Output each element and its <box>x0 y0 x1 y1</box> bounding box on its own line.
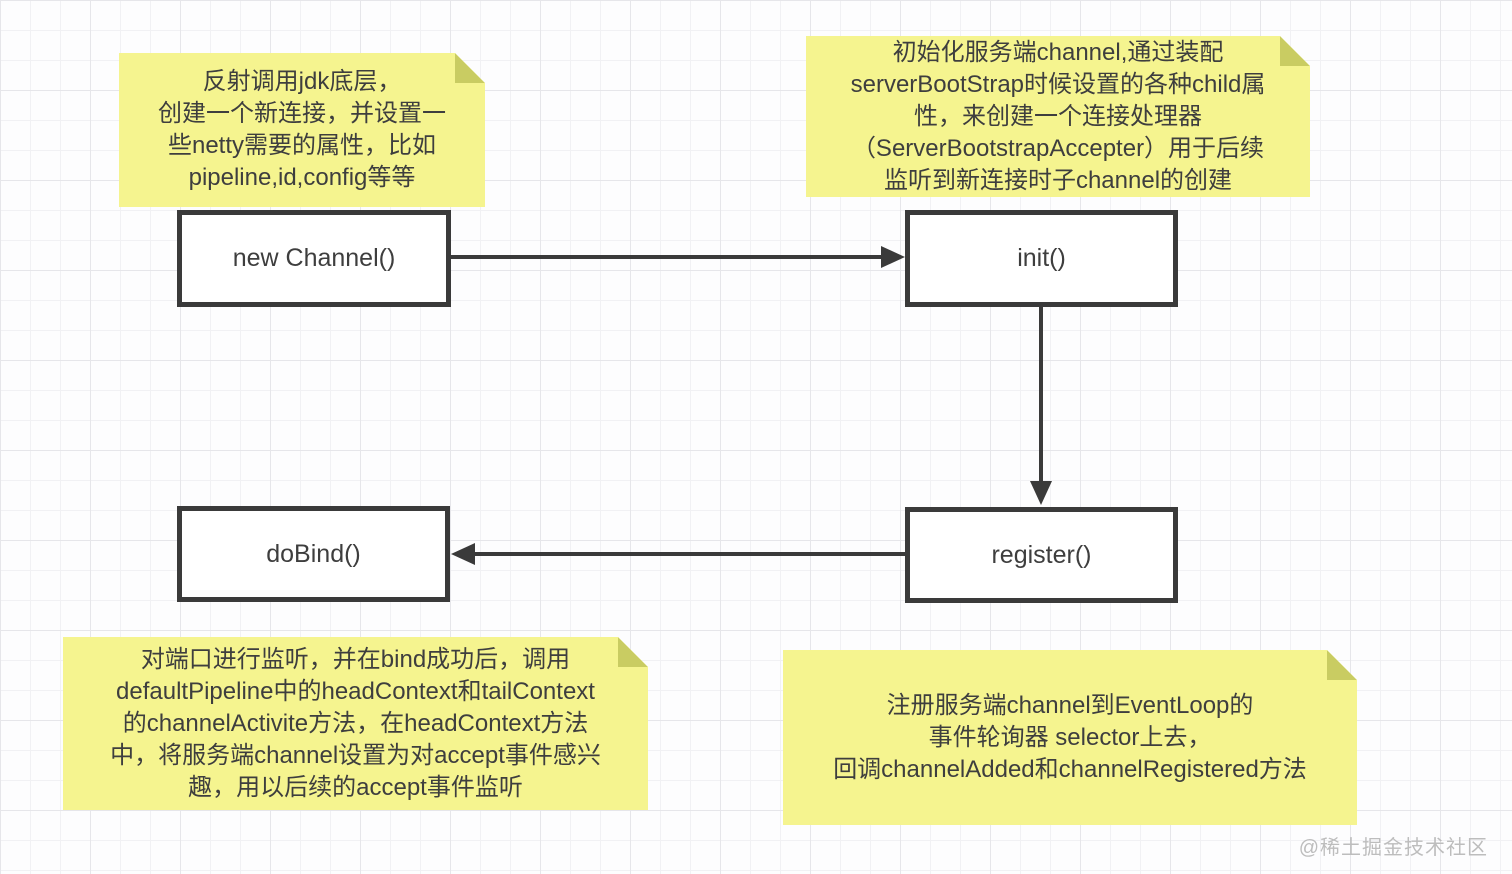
arrow-init-to-register <box>1039 307 1043 483</box>
arrowhead-down-icon <box>1030 481 1052 505</box>
flow-box-label: init() <box>1017 244 1066 272</box>
arrow-register-to-dobind <box>475 552 905 556</box>
sticky-note-init: 初始化服务端channel,通过装配 serverBootStrap时候设置的各… <box>806 36 1310 197</box>
flow-box-label: register() <box>991 540 1092 569</box>
folded-corner-icon <box>455 53 485 83</box>
sticky-note-text: 对端口进行监听，并在bind成功后，调用 defaultPipeline中的he… <box>110 645 601 801</box>
sticky-note-dobind: 对端口进行监听，并在bind成功后，调用 defaultPipeline中的he… <box>63 637 648 810</box>
flow-box-new-channel: new Channel() <box>177 210 451 307</box>
flow-box-label: new Channel() <box>232 244 396 272</box>
flow-box-register: register() <box>905 507 1178 603</box>
sticky-note-register: 注册服务端channel到EventLoop的 事件轮询器 selector上去… <box>783 650 1357 825</box>
flow-box-dobind: doBind() <box>177 506 450 602</box>
flow-box-label: doBind() <box>266 539 361 568</box>
arrowhead-left-icon <box>451 543 475 565</box>
sticky-note-new-channel: 反射调用jdk底层， 创建一个新连接，并设置一 些netty需要的属性，比如 p… <box>119 53 485 207</box>
arrow-new-to-init <box>451 255 883 259</box>
sticky-note-text: 反射调用jdk底层， 创建一个新连接，并设置一 些netty需要的属性，比如 p… <box>158 68 446 191</box>
sticky-note-text: 初始化服务端channel,通过装配 serverBootStrap时候设置的各… <box>850 38 1266 194</box>
sticky-note-text: 注册服务端channel到EventLoop的 事件轮询器 selector上去… <box>833 691 1307 783</box>
folded-corner-icon <box>1327 650 1357 680</box>
folded-corner-icon <box>1280 36 1310 66</box>
flow-box-init: init() <box>905 210 1178 307</box>
watermark: @稀土掘金技术社区 <box>1298 837 1488 859</box>
folded-corner-icon <box>618 637 648 667</box>
arrowhead-right-icon <box>881 246 905 268</box>
